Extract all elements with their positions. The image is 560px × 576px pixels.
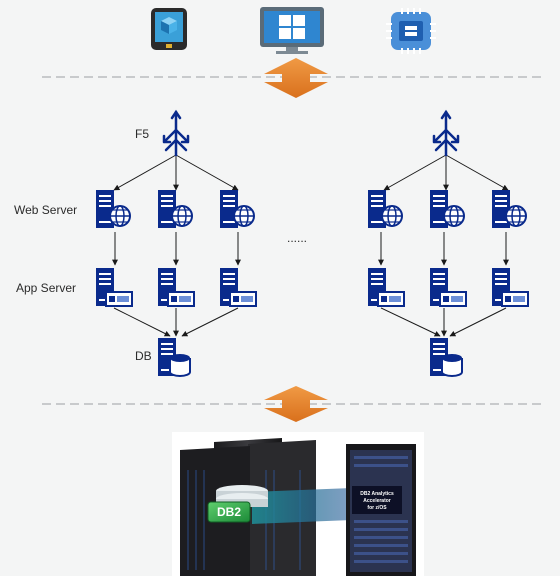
web-server-label: Web Server xyxy=(14,203,77,217)
server-app-icon xyxy=(492,268,529,307)
server-globe-icon xyxy=(430,190,465,228)
database-server-icon xyxy=(430,338,463,377)
server-app-icon xyxy=(220,268,257,307)
ellipsis-label: ...... xyxy=(287,231,307,245)
server-app-icon xyxy=(96,268,133,307)
server-globe-icon xyxy=(158,190,193,228)
server-globe-icon xyxy=(96,190,131,228)
double-arrow-icon-bottom xyxy=(264,386,328,422)
app-server-label: App Server xyxy=(16,281,76,295)
db-label: DB xyxy=(135,349,152,363)
tablet-icon xyxy=(151,8,187,50)
server-globe-icon xyxy=(368,190,403,228)
double-arrow-icon-top xyxy=(264,58,328,98)
database-server-icon xyxy=(158,338,191,377)
load-balancer-icon xyxy=(432,109,460,157)
server-globe-icon xyxy=(492,190,527,228)
load-balancer-icon xyxy=(162,109,190,157)
monitor-windows-icon xyxy=(260,7,324,54)
server-app-icon xyxy=(158,268,195,307)
server-app-icon xyxy=(368,268,405,307)
server-app-icon xyxy=(430,268,467,307)
server-globe-icon xyxy=(220,190,255,228)
chip-icon xyxy=(386,8,436,54)
f5-label: F5 xyxy=(135,127,149,141)
